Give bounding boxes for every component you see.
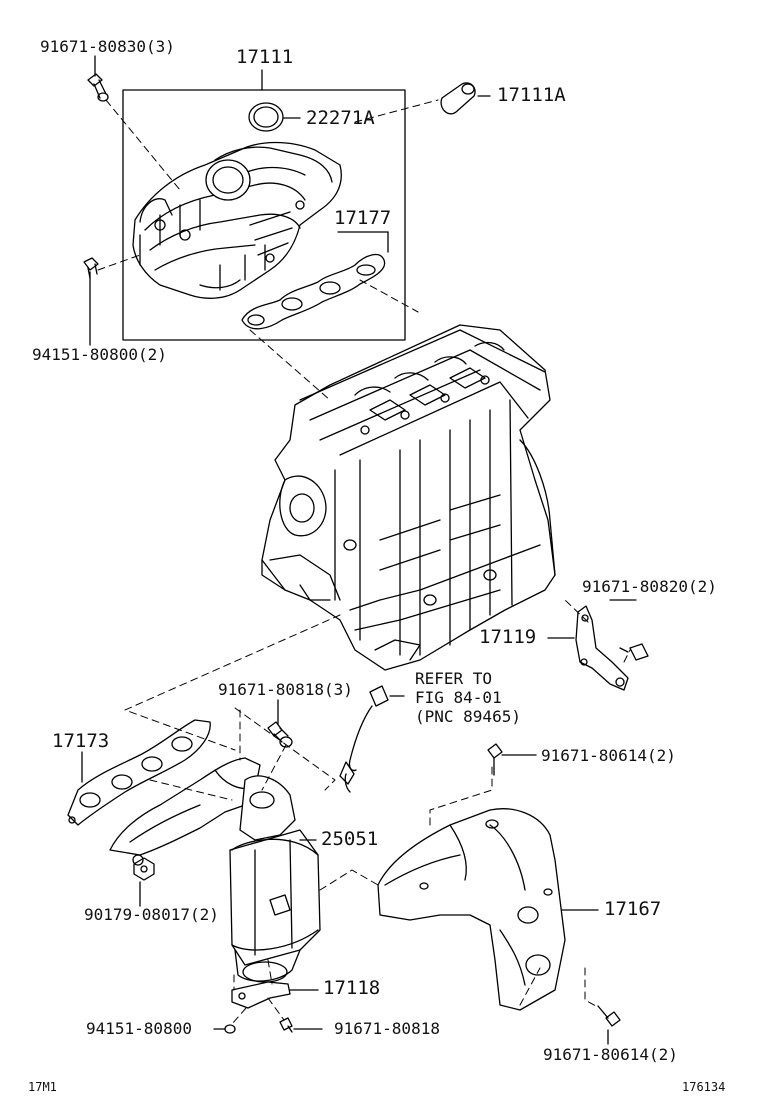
label-91671-80820: 91671-80820(2) xyxy=(582,577,717,596)
label-25051: 25051 xyxy=(321,828,379,850)
label-refer-to: REFER TO xyxy=(415,669,493,688)
label-22271a: 22271A xyxy=(306,107,375,129)
nut-90179-08017 xyxy=(133,857,155,881)
intake-manifold-box xyxy=(122,89,406,341)
leader-lines xyxy=(81,55,637,1045)
hose-17111a xyxy=(440,82,476,115)
assembly-lines xyxy=(97,99,631,1025)
label-17111: 17111 xyxy=(236,46,294,68)
label-refer-fig: FIG 84-01 xyxy=(415,688,502,707)
bolt-91671-80818 xyxy=(279,1017,293,1033)
oxygen-sensor xyxy=(339,685,389,793)
bolt-91671-80614-bottom xyxy=(597,1005,621,1027)
nut-94151-80800 xyxy=(224,1024,236,1034)
label-17167: 17167 xyxy=(604,898,662,920)
footer-code-left: 17M1 xyxy=(28,1080,57,1094)
label-94151-80800-2: 94151-80800(2) xyxy=(32,345,167,364)
engine-block xyxy=(261,324,556,671)
label-17177: 17177 xyxy=(334,207,392,229)
label-91671-80830: 91671-80830(3) xyxy=(40,37,175,56)
label-94151-80800: 94151-80800 xyxy=(86,1019,192,1038)
label-91671-80818-3: 91671-80818(3) xyxy=(218,680,353,699)
label-91671-80818: 91671-80818 xyxy=(334,1019,440,1038)
bolt-91671-80820 xyxy=(619,643,649,661)
label-17173: 17173 xyxy=(52,730,110,752)
exhaust-manifold-25051 xyxy=(109,757,321,983)
label-90179-08017: 90179-08017(2) xyxy=(84,905,219,924)
footer-code-right: 176134 xyxy=(682,1080,726,1094)
gasket-22271a xyxy=(248,102,284,132)
gasket-17173 xyxy=(67,719,211,826)
bolt-91671-80818-3 xyxy=(267,721,293,748)
label-17111a: 17111A xyxy=(497,84,566,106)
bracket-17118 xyxy=(231,981,291,1009)
gasket-17177 xyxy=(241,253,386,330)
label-91671-80614-top: 91671-80614(2) xyxy=(541,746,676,765)
bolt-91671-80614-top xyxy=(487,743,503,776)
label-17119: 17119 xyxy=(479,626,537,648)
stud-94151-80800-2 xyxy=(83,257,99,279)
label-17118: 17118 xyxy=(323,977,381,999)
heat-insulator-17167 xyxy=(377,808,566,1011)
bracket-17119 xyxy=(575,605,629,691)
intake-manifold xyxy=(132,141,342,299)
bolt-91671-80830 xyxy=(87,73,109,102)
label-91671-80614-bottom: 91671-80614(2) xyxy=(543,1045,678,1064)
label-refer-pnc: (PNC 89465) xyxy=(415,707,521,726)
